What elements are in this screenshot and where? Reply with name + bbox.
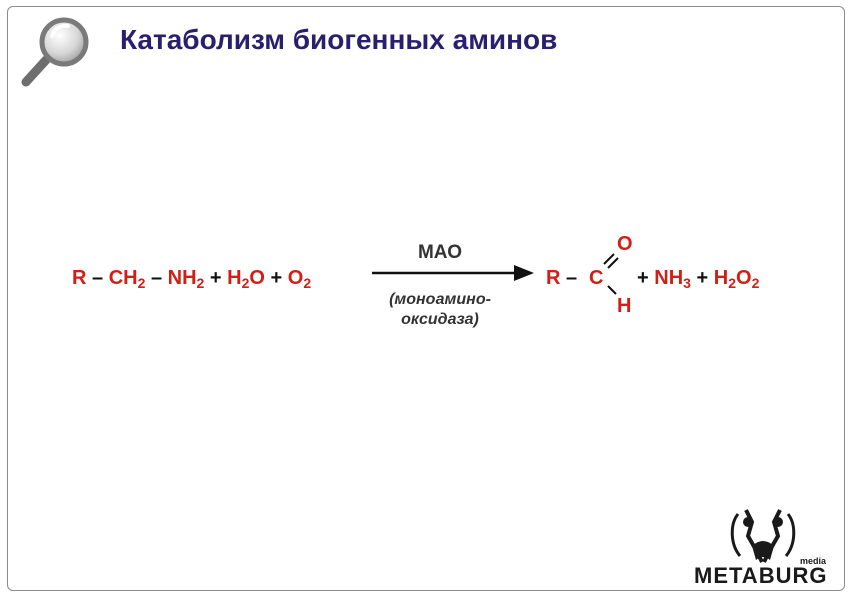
plus-sign-3: + [637, 267, 649, 289]
bond-dash: – [92, 267, 104, 289]
metaburg-logo-icon [730, 509, 796, 563]
ammonia: NH3 [654, 267, 691, 291]
aldehyde-hydrogen: H [617, 295, 632, 317]
slide-frame [7, 6, 845, 591]
enzyme-desc-line2: оксидаза) [401, 311, 479, 328]
aldehyde-carbon: C [589, 267, 604, 289]
ch2-group: CH2 [108, 267, 146, 291]
bond-dash-3: – [566, 267, 578, 289]
reactant-amine: R – CH2 – NH2 + H2O + O2 [72, 266, 311, 291]
hydrogen-peroxide: H2O2 [713, 267, 760, 291]
r-group: R [72, 267, 87, 289]
bond-dash-2: – [150, 267, 163, 289]
plus-sign: + [209, 267, 222, 289]
aldehyde-oxygen: O [617, 233, 633, 255]
product-r-group: R – [546, 267, 578, 289]
aldehyde-bonds [603, 253, 619, 295]
enzyme-desc-line1: (моноамино- [389, 291, 491, 308]
enzyme-label: МАО [417, 242, 463, 263]
nh2-group: NH2 [167, 267, 205, 291]
logo-text: METABURG [694, 563, 828, 588]
product-rest: + NH3 + H2O2 [637, 266, 759, 291]
logo-media: media [800, 556, 827, 566]
plus-sign-2: + [270, 267, 283, 289]
oxygen: O2 [287, 267, 312, 291]
water: H2O [227, 267, 265, 291]
magnifier-icon [21, 17, 89, 87]
page-title: Катаболизм биогенных аминов [120, 24, 558, 55]
plus-sign-4: + [696, 267, 709, 289]
reaction-arrow [372, 265, 534, 281]
enzyme-description: (моноамино- оксидаза) [360, 290, 520, 330]
